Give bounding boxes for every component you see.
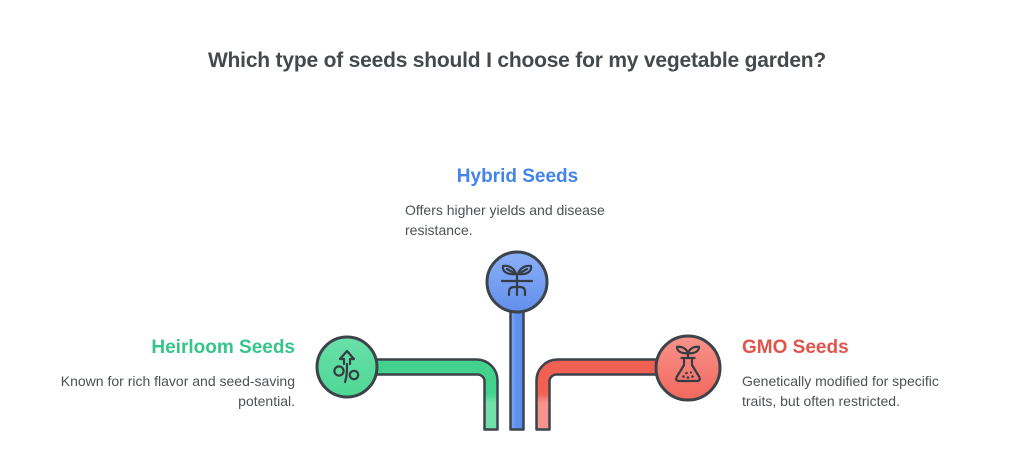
page-title: Which type of seeds should I choose for … (207, 49, 827, 72)
heirloom-section: Heirloom Seeds Known for rich flavor and… (55, 336, 295, 411)
gmo-node-circle (654, 334, 722, 402)
heirloom-description: Known for rich flavor and seed-saving po… (60, 373, 295, 409)
hybrid-heading: Hybrid Seeds (456, 166, 579, 187)
seed-saving-plant-icon (333, 349, 360, 384)
gmo-description: Genetically modified for specific traits… (742, 373, 939, 409)
heirloom-heading: Heirloom Seeds (151, 337, 295, 358)
gmo-heading: GMO Seeds (742, 337, 849, 358)
seedling-roots-icon (500, 264, 534, 297)
hybrid-description: Offers higher yields and disease resista… (405, 202, 605, 238)
hybrid-section: Hybrid Seeds Offers higher yields and di… (405, 165, 630, 240)
gmo-section: GMO Seeds Genetically modified for speci… (742, 336, 972, 411)
flask-sprout-icon (675, 345, 701, 383)
